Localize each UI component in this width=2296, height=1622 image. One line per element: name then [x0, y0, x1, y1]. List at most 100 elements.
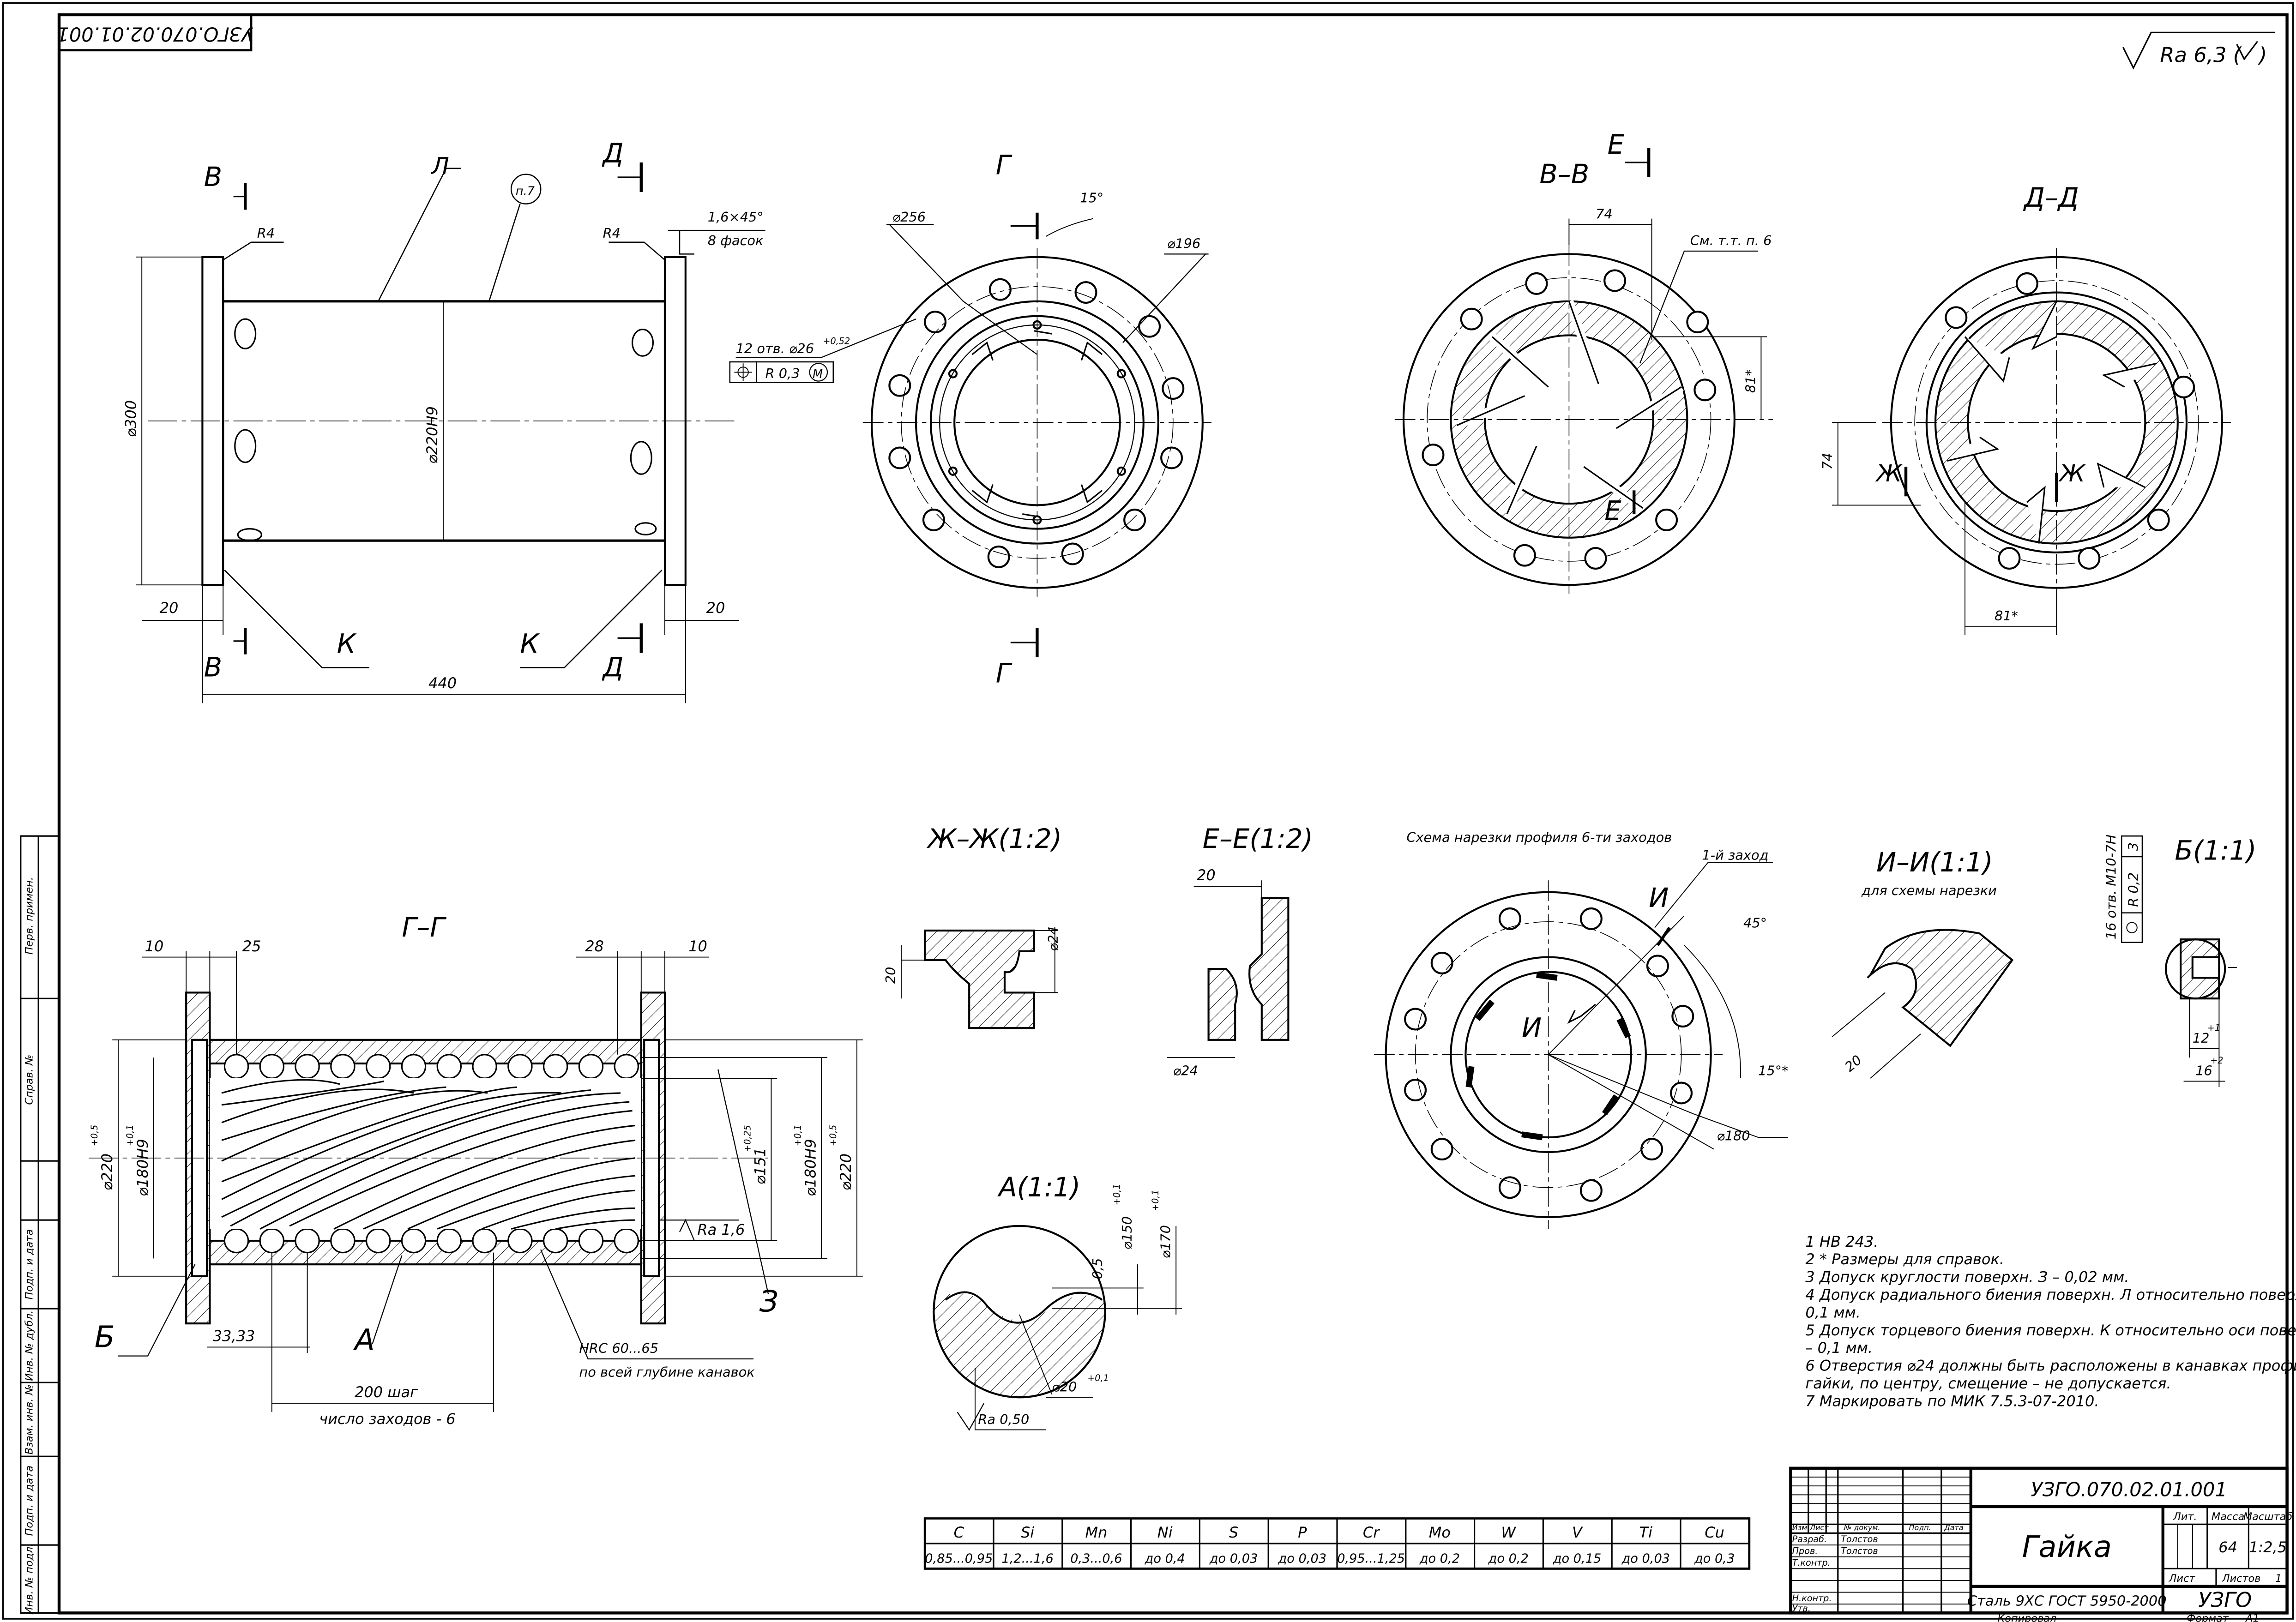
- elem-C: C: [954, 1524, 964, 1541]
- sheets-label: Листов: [2222, 1573, 2261, 1585]
- val-Mo: до 0,2: [1419, 1552, 1460, 1566]
- note-5: 5 Допуск торцевого биения поверхн. К отн…: [1805, 1322, 2296, 1339]
- section-GG: [89, 951, 863, 1412]
- hdr-doc: № докум.: [1844, 1523, 1880, 1532]
- val-Mn: 0,3...0,6: [1070, 1552, 1122, 1566]
- label-L: Л: [430, 153, 449, 180]
- val-W: до 0,2: [1488, 1552, 1529, 1566]
- dia-24-EE: ⌀24: [1173, 1063, 1198, 1079]
- dia-180-right: ⌀180H9: [801, 1139, 819, 1196]
- pitch: 200 шаг: [355, 1383, 418, 1401]
- val-Cr: 0,95...1,25: [1337, 1552, 1405, 1566]
- elem-Mn: Mn: [1085, 1524, 1107, 1541]
- dia-outer: ⌀300: [122, 400, 139, 437]
- title-GG: Г–Г: [402, 912, 446, 943]
- title-A: А(1:1): [997, 1172, 1080, 1203]
- dim-05: 0,5: [1090, 1258, 1105, 1279]
- role-ncontrol: Н.контр.: [1792, 1593, 1832, 1604]
- hrc-note: по всей глубине канавок: [579, 1364, 755, 1380]
- val-Ti: до 0,03: [1621, 1552, 1670, 1566]
- tol-01-170: +0,1: [1150, 1189, 1161, 1211]
- strip-label-2: Справ. №: [23, 1055, 35, 1105]
- dia-150: ⌀150: [1119, 1216, 1135, 1250]
- strip-label-7: Инв. № подл.: [23, 1544, 35, 1615]
- title-block: [1789, 1466, 2289, 1615]
- section-EE: [1167, 880, 1290, 1058]
- sec-G-bottom: Г: [996, 658, 1012, 689]
- dia-220-left: ⌀220: [98, 1153, 116, 1190]
- note-6: 6 Отверстия ⌀24 должны быть расположены …: [1805, 1357, 2296, 1375]
- tol-plus1: +1: [2207, 1023, 2220, 1033]
- strip-label-1: Перв. примен.: [23, 877, 35, 955]
- subtitle-II: для схемы нарезки: [1861, 883, 1997, 898]
- strip-label-3: Подп. и дата: [23, 1229, 35, 1300]
- end-view: [729, 212, 1212, 658]
- scheme-view: [1374, 862, 1788, 1229]
- dia-170: ⌀170: [1157, 1225, 1173, 1258]
- note-2: 2 * Размеры для справок.: [1805, 1250, 2004, 1268]
- section-ZhZh: [901, 929, 1058, 1029]
- title-EE: Е–Е(1:2): [1203, 823, 1313, 854]
- title-BB: В–В: [1539, 159, 1589, 190]
- dim-16: 16: [2195, 1063, 2212, 1079]
- detail-B: [2121, 835, 2237, 1087]
- tol-025: +0,25: [742, 1125, 753, 1152]
- dim-3333: 33,33: [213, 1328, 255, 1345]
- name-developer: Толстов: [1841, 1534, 1878, 1544]
- first-start: 1-й заход: [1702, 847, 1768, 863]
- role-checker: Пров.: [1792, 1545, 1818, 1556]
- length-440: 440: [428, 674, 457, 692]
- label-B: Б: [95, 1320, 115, 1354]
- drawing-code: УЗГО.070.02.01.001: [2031, 1478, 2227, 1501]
- note-1: 1 HB 243.: [1805, 1233, 1878, 1250]
- val-V: до 0,15: [1553, 1552, 1602, 1566]
- dim-74-DD: 74: [1820, 453, 1835, 470]
- section-BB: [1394, 148, 1773, 594]
- label-I-center: И: [1522, 1012, 1542, 1043]
- starts: число заходов - 6: [319, 1410, 455, 1428]
- ra-050: Ra 0,50: [978, 1412, 1029, 1427]
- tol-plus2: +2: [2210, 1055, 2223, 1066]
- elem-Ni: Ni: [1157, 1524, 1173, 1541]
- dim-20-ZhZh: 20: [883, 967, 898, 984]
- sec-E-top: Е: [1608, 129, 1625, 160]
- label-3: З: [759, 1285, 778, 1319]
- elem-Cu: Cu: [1705, 1524, 1724, 1541]
- dim-81-BB: 81*: [1743, 369, 1759, 393]
- tol-01-left: +0,1: [125, 1125, 135, 1147]
- holes-label: 12 отв. ⌀26: [736, 341, 814, 356]
- sec-G-top: Г: [996, 150, 1012, 181]
- side-strip: [20, 835, 60, 1614]
- note-5b: – 0,1 мм.: [1805, 1339, 1873, 1357]
- strip-label-5: Взам. инв. №: [23, 1384, 35, 1454]
- sheet-label: Лист: [2169, 1573, 2196, 1585]
- dia-196: ⌀196: [1167, 236, 1200, 252]
- tol-05-right: +0,5: [828, 1125, 838, 1147]
- dim-left-20: 20: [160, 599, 179, 617]
- dim-20-EE: 20: [1197, 866, 1216, 884]
- angle-15: 15°*: [1758, 1063, 1788, 1079]
- title-DD: Д–Д: [2023, 182, 2079, 213]
- section-II: [1832, 929, 2014, 1079]
- hdr-izm: Изм: [1792, 1523, 1808, 1532]
- rotated-code-box: УЗГО.070.02.01.001: [57, 13, 253, 52]
- angle-45: 45°: [1743, 915, 1767, 931]
- format-value: А1: [2245, 1613, 2260, 1622]
- val-Ni: до 0,4: [1145, 1552, 1185, 1566]
- elem-P: P: [1298, 1524, 1307, 1541]
- name-checker: Толстов: [1841, 1545, 1878, 1556]
- dia-220-right: ⌀220: [837, 1153, 855, 1190]
- sheets-value: 1: [2275, 1573, 2282, 1585]
- dim-10-right: 10: [688, 937, 707, 955]
- note-ref: См. т.т. п. 6: [1690, 233, 1772, 248]
- sec-E-mid: Е: [1604, 495, 1621, 526]
- ra-16: Ra 1,6: [697, 1221, 745, 1238]
- dia-151: ⌀151: [752, 1147, 769, 1184]
- holes-M10: 16 отв. М10-7Н: [2103, 835, 2119, 939]
- dim-10-left: 10: [145, 937, 164, 955]
- sec-B-bottom: В: [204, 652, 223, 683]
- chamfer-dim: 1,6×45°: [708, 209, 764, 225]
- role-approved: Утв.: [1792, 1603, 1811, 1614]
